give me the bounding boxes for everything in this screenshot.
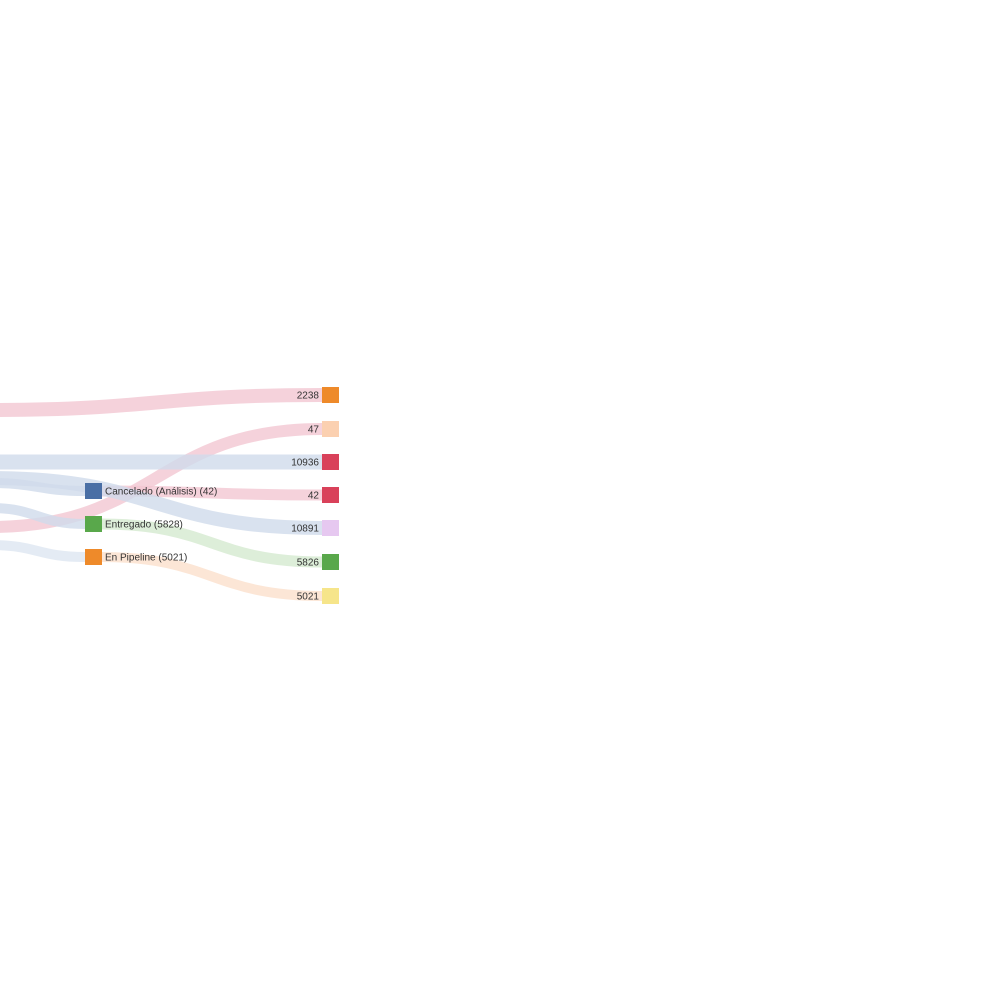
node-t1[interactable] — [322, 387, 339, 403]
node-entregado[interactable] — [85, 516, 102, 532]
node-label-cancelado: Cancelado (Análisis) (42) — [105, 487, 217, 498]
node-label-pipeline: En Pipeline (5021) — [105, 553, 187, 564]
flow-left-to-pipeline — [0, 540, 86, 562]
sankey-nodes — [85, 387, 339, 604]
flow-entregado-to-t6 — [101, 518, 323, 568]
sankey-flows — [0, 388, 323, 601]
value-label-t6: 5826 — [297, 558, 320, 569]
value-label-t2: 47 — [308, 425, 320, 436]
value-label-t7: 5021 — [297, 592, 320, 603]
flow-left-to-cancelado — [0, 478, 86, 496]
sankey-labels: Cancelado (Análisis) (42) Entregado (5828… — [105, 391, 319, 603]
node-pipeline[interactable] — [85, 549, 102, 565]
node-t7[interactable] — [322, 588, 339, 604]
value-label-t5: 10891 — [291, 524, 319, 535]
flow-left-to-entregado — [0, 503, 86, 529]
node-t6[interactable] — [322, 554, 339, 570]
flow-left-to-t1 — [0, 388, 323, 417]
value-label-t1: 2238 — [297, 391, 320, 402]
node-t2[interactable] — [322, 421, 339, 437]
value-label-t4: 42 — [308, 491, 320, 502]
node-label-entregado: Entregado (5828) — [105, 520, 183, 531]
value-label-t3: 10936 — [291, 458, 319, 469]
flow-left-to-t5 — [0, 471, 323, 535]
node-t3[interactable] — [322, 454, 339, 470]
flow-pipeline-to-t7 — [101, 552, 323, 601]
node-t5[interactable] — [322, 520, 339, 536]
node-t4[interactable] — [322, 487, 339, 503]
node-cancelado[interactable] — [85, 483, 102, 499]
